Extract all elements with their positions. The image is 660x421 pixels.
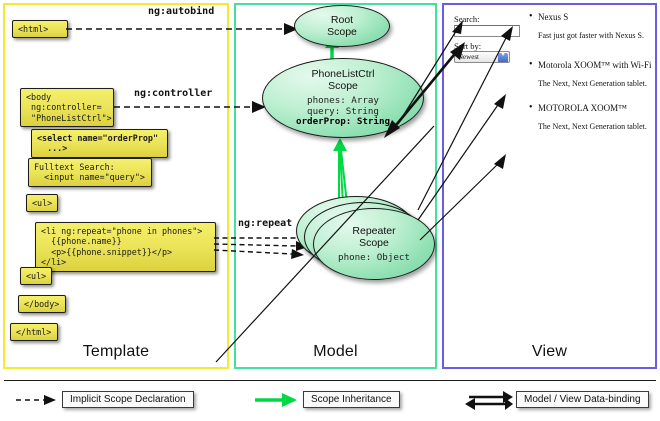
scope-ctrl-prop-phones: phones: Array — [307, 95, 379, 107]
view-sort-label: Sort by: — [454, 41, 482, 51]
code-html-open: <html> — [12, 20, 68, 39]
view-search-label: Search: — [454, 14, 480, 24]
label-ng-autobind: ng:autobind — [148, 6, 215, 17]
label-ng-repeat: ng:repeat — [238, 218, 293, 229]
phone-name-2: Motorola XOOM™ with Wi-Fi — [529, 59, 652, 70]
legend-divider — [4, 380, 656, 381]
scope-root: Root Scope — [294, 5, 390, 47]
binding-arrow-phone-3 — [419, 154, 506, 241]
chevron-down-icon: ▾ — [498, 52, 508, 62]
code-li-repeat: <li ng:repeat="phone in phones"> {{phone… — [35, 222, 216, 272]
scope-ctrl-title: PhoneListCtrl Scope — [311, 68, 375, 93]
scope-repeater: Repeater Scope phone: Object — [313, 208, 435, 280]
legend-scope-inheritance: Scope Inheritance — [303, 391, 400, 408]
code-body-open: <body ng:controller= "PhoneListCtrl"> — [20, 88, 114, 128]
scope-repeater-title: Repeater Scope — [352, 224, 396, 249]
sort-select[interactable]: Newest ▾ — [454, 51, 510, 63]
scope-phonelistctrl: PhoneListCtrl Scope phones: Array query:… — [262, 58, 424, 138]
binding-arrow-sort — [384, 42, 465, 138]
binding-arrow-search — [397, 20, 463, 125]
label-ng-controller: ng:controller — [134, 88, 213, 99]
connector-autobind — [66, 23, 298, 35]
scope-ctrl-props: phones: Array query: String orderProp: S… — [296, 96, 390, 128]
code-body-close: </body> — [18, 295, 66, 314]
phone-snippet-2: The Next, Next Generation tablet. — [538, 79, 647, 88]
scope-repeater-prop-phone: phone: Object — [338, 251, 410, 263]
phone-snippet-3: The Next, Next Generation tablet. — [538, 122, 647, 131]
legend-model-view-databinding: Model / View Data-binding — [516, 391, 649, 408]
phone-snippet-1: Fast just got faster with Nexus S. — [538, 31, 644, 40]
scope-ctrl-prop-query: query: String — [307, 105, 379, 117]
scope-repeater-props: phone: Object — [338, 251, 410, 264]
sort-select-value: Newest — [458, 53, 479, 61]
panel-label-template: Template — [82, 343, 150, 360]
scope-ctrl-prop-orderprop: orderProp: String — [295, 116, 391, 128]
binding-arrow-phone-1 — [417, 26, 513, 211]
code-ul-close: <ul> — [20, 267, 52, 286]
binding-arrow-phone-2 — [417, 94, 506, 221]
code-search-input: Fulltext Search: <input name="query"> — [28, 158, 152, 187]
code-ul-open: <ul> — [26, 194, 58, 213]
code-select: <select name="orderProp" ...> — [31, 129, 168, 158]
legend-green-arrow-icon — [255, 393, 297, 407]
panel-label-view: View — [531, 343, 568, 360]
phone-name-3: MOTOROLA XOOM™ — [529, 102, 627, 113]
binding-arrow-select-view — [215, 125, 435, 363]
panel-label-model: Model — [313, 343, 358, 360]
scope-root-title: Root Scope — [327, 14, 357, 38]
code-html-close: </html> — [10, 323, 58, 342]
phone-name-1: Nexus S — [529, 11, 568, 22]
legend-double-arrow-icon — [465, 391, 513, 410]
legend-dashed-arrow-icon — [16, 395, 56, 405]
connector-ng-controller — [114, 101, 266, 113]
legend-implicit-scope-declaration: Implicit Scope Declaration — [62, 391, 194, 408]
